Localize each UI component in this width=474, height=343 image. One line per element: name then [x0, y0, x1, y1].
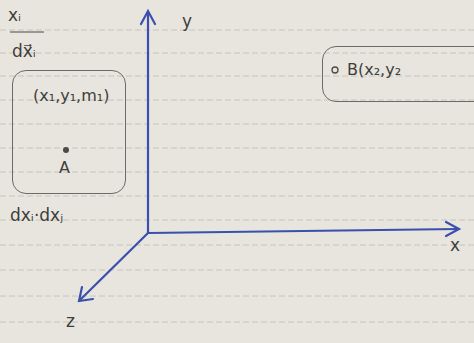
x-axis [148, 229, 458, 233]
axis-label: xᵢ [8, 6, 21, 25]
region-box: (x₁,y₁,m₁) A [12, 70, 126, 194]
underline [10, 32, 44, 33]
x-arrowhead [446, 222, 459, 236]
z-axis [80, 233, 148, 300]
point-b [332, 67, 338, 73]
coordinate-axes [79, 11, 459, 301]
ruled-lines [0, 30, 474, 322]
axis-label: dx⃗ᵢ [12, 42, 36, 61]
node-text: A [59, 159, 70, 177]
y-axis [147, 12, 149, 233]
axis-label: dxᵢ·dxⱼ [10, 206, 63, 225]
axis-label: x [450, 236, 460, 255]
z-arrowhead [79, 287, 93, 301]
axis-label: z [66, 312, 75, 331]
region-box: B(x₂,y₂ [322, 46, 474, 102]
node-text: B(x₂,y₂ [347, 61, 401, 79]
y-arrowhead [141, 11, 155, 24]
node-text: (x₁,y₁,m₁) [33, 87, 109, 105]
point-a [63, 147, 69, 153]
axis-label: y [182, 12, 192, 31]
